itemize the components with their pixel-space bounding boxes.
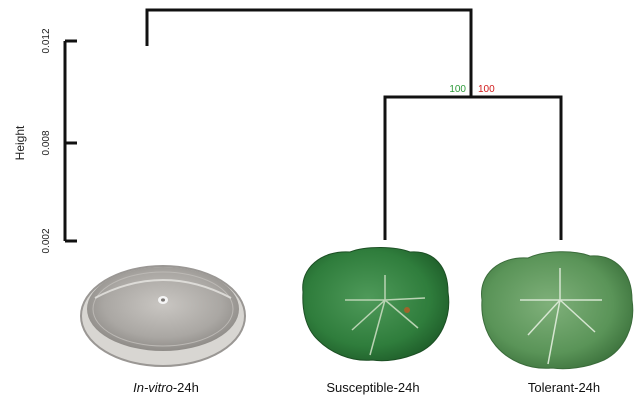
- y-tick-label-0002: 0.002: [41, 228, 52, 253]
- leaf-label-susceptible: Susceptible-24h: [326, 380, 419, 395]
- leaf-label-invitro-italic: In-vitro: [133, 380, 173, 395]
- root-branch: [147, 10, 471, 97]
- y-tick-label-0008: 0.008: [41, 130, 52, 155]
- leaf-label-invitro-suffix: -24h: [173, 380, 199, 395]
- leaf-label-invitro: In-vitro-24h: [133, 380, 199, 395]
- susceptible-leaf-photo: [303, 248, 449, 361]
- y-tick-label-0012: 0.012: [41, 28, 52, 53]
- leaf-label-tolerant: Tolerant-24h: [528, 380, 600, 395]
- tolerant-leaf-photo: [482, 252, 633, 369]
- support-value-red: 100: [478, 84, 495, 95]
- y-axis: 0.012 0.008 0.002 Height: [13, 28, 77, 253]
- y-axis-title: Height: [13, 125, 27, 160]
- susceptible-tolerant-branch: [385, 97, 561, 240]
- petri-dish-photo: [81, 266, 245, 366]
- support-value-green: 100: [449, 84, 466, 95]
- dendrogram-branches: [147, 10, 561, 240]
